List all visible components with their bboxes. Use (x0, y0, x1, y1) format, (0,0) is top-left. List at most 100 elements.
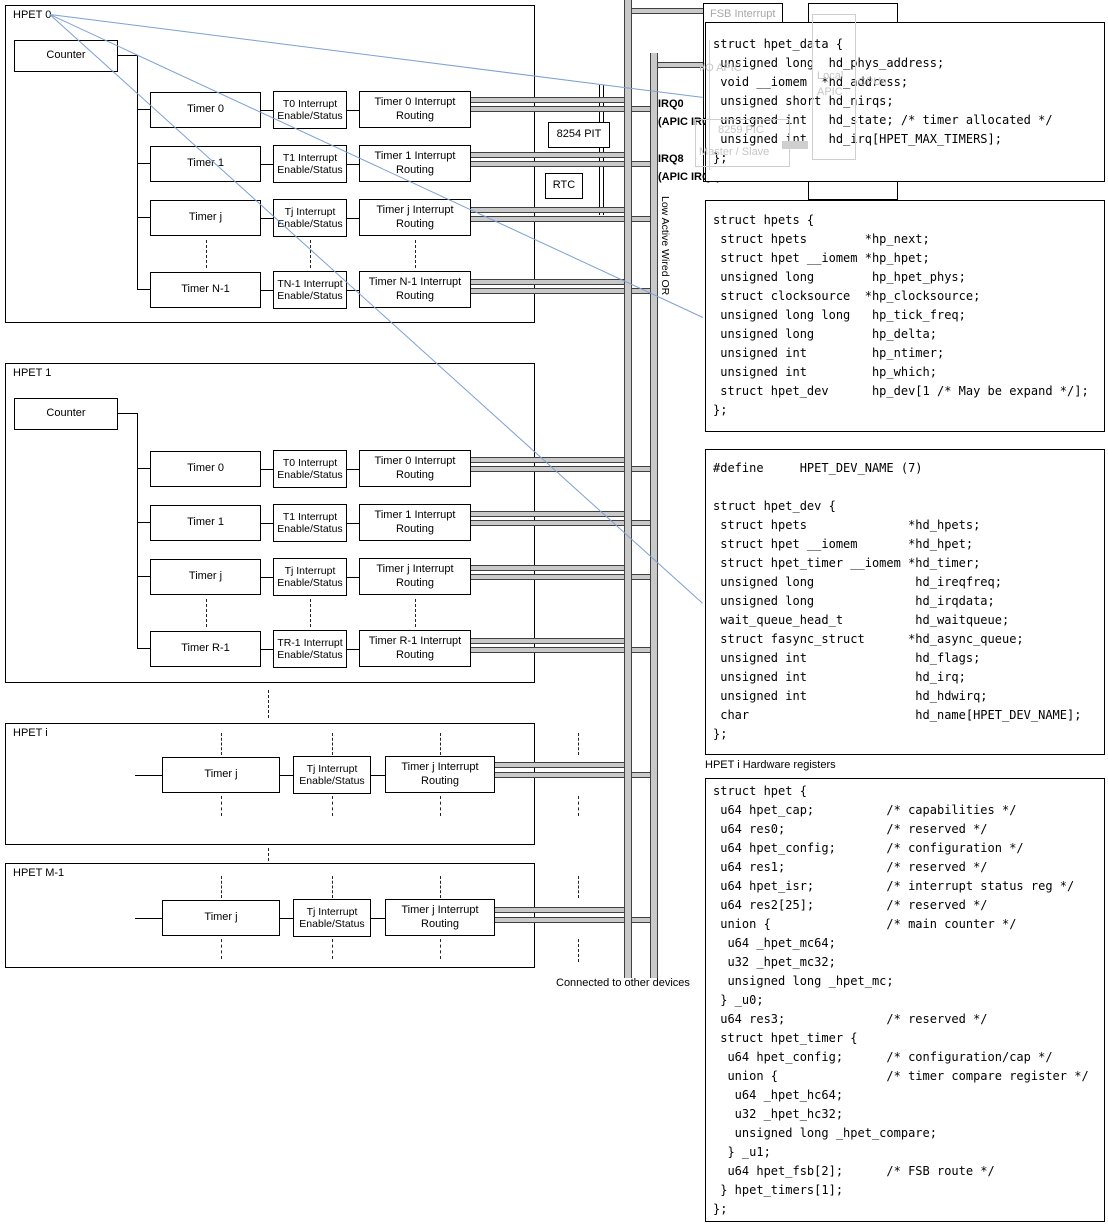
ghost-bus-stub (782, 141, 808, 149)
bus-top-connector-2 (658, 62, 703, 68)
row-stub (347, 110, 359, 111)
timer-box-b0-r2-label: Timer j (188, 211, 223, 224)
row-stub (261, 164, 273, 165)
hpet0-label: HPET 0 (13, 9, 52, 21)
code-hpet: struct hpet { u64 hpet_cap; /* capabilit… (713, 784, 1089, 1216)
counter-label: Counter (46, 407, 86, 420)
code-hpets: struct hpets { struct hpets *hp_next; st… (713, 213, 1089, 417)
ellipsis-dash (440, 733, 441, 755)
timer-box-b2-r0-label: Timer j (204, 768, 238, 781)
timer-box-b1-r1: Timer 1 (150, 505, 261, 541)
row-stub (347, 523, 359, 524)
timer-stub (137, 522, 150, 523)
timer-box-b0-r0-label: Timer 0 (187, 103, 224, 116)
hpetm1-container: HPET M-1 (5, 863, 535, 968)
row-stub (280, 775, 293, 776)
ellipsis-dash (578, 939, 579, 962)
counter-box-hpet0: Counter (14, 40, 118, 72)
ghost-fsb-label: FSB Interrupt (710, 8, 776, 20)
row-stub (347, 290, 359, 291)
timer-stub (137, 289, 150, 290)
timer-stub (137, 217, 150, 218)
timer-box-b0-r0: Timer 0 (150, 92, 261, 128)
timer-box-b1-r0-label: Timer 0 (187, 462, 224, 475)
row-stub (261, 218, 273, 219)
ellipsis-dash (578, 796, 579, 816)
wired-or-bus-label: Low Active Wired OR (659, 196, 671, 296)
timer-box-b0-r1: Timer 1 (150, 146, 261, 182)
counter-trunk (137, 413, 138, 649)
ghost-8259-pic-label: 8259 PIC (718, 124, 764, 136)
row-stub (261, 649, 273, 650)
ellipsis-dash (221, 796, 222, 816)
irq8-apic-label: (APIC IRQ8) (658, 171, 721, 183)
row-stub (261, 469, 273, 470)
timer-box-b1-r0: Timer 0 (150, 451, 261, 487)
hpet1-label: HPET 1 (13, 367, 52, 379)
row-stub (280, 918, 293, 919)
ellipsis-dash (440, 876, 441, 898)
ellipsis-dash (578, 876, 579, 898)
row-stub (371, 775, 385, 776)
ellipsis-dash (221, 876, 222, 898)
irq-bar-b-b1-r2 (471, 574, 658, 580)
timer-box-b0-r2: Timer j (150, 200, 261, 236)
ellipsis-dash (221, 939, 222, 959)
irq-bar-a-b1-r2 (471, 565, 632, 571)
ellipsis-dash (268, 690, 269, 718)
ellipsis-dash (440, 796, 441, 816)
counter-trunk (137, 55, 138, 290)
row-stub (347, 218, 359, 219)
irq0-label: IRQ0 (658, 98, 684, 110)
irq-bar-b-b1-r1 (471, 520, 658, 526)
ellipsis-dash (206, 599, 207, 627)
irq-bar-a-b0-r1 (471, 152, 632, 158)
row-stub (261, 523, 273, 524)
row-stub (347, 469, 359, 470)
irq-bar-b-b0-r2 (471, 216, 658, 222)
code-box-hpet-data: struct hpet_data { unsigned long hd_phys… (705, 22, 1105, 182)
timer-box-b1-r3: Timer R-1 (150, 631, 261, 667)
ghost-local-apic-label-2: APIC (817, 86, 843, 98)
irq-bar-b-b1-r0 (471, 466, 658, 472)
ellipsis-dash (268, 848, 269, 861)
bus-top-connector-1 (632, 8, 703, 14)
ellipsis-dash (332, 939, 333, 959)
ellipsis-dash (415, 599, 416, 627)
ellipsis-dash (332, 796, 333, 816)
code-box-hpet-dev: #define HPET_DEV_NAME (7) struct hpet_de… (705, 449, 1105, 755)
irq-bar-a-b0-r0 (471, 97, 632, 103)
irq-bar-b-b3-r0 (495, 917, 658, 923)
timer-stub (137, 468, 150, 469)
timer-box-b0-r3: Timer N-1 (150, 272, 261, 308)
timer-box-b0-r3-label: Timer N-1 (181, 283, 230, 296)
irq-bar-b-b0-r0 (471, 106, 658, 112)
timer-stub (137, 163, 150, 164)
timer-box-b1-r3-label: Timer R-1 (181, 642, 230, 655)
ellipsis-dash (440, 939, 441, 959)
timer-box-b1-r1-label: Timer 1 (187, 516, 224, 529)
legacy-irq-wire (603, 85, 604, 215)
ellipsis-dash (332, 733, 333, 755)
row-stub (135, 775, 162, 776)
ellipsis-dash (415, 240, 416, 268)
